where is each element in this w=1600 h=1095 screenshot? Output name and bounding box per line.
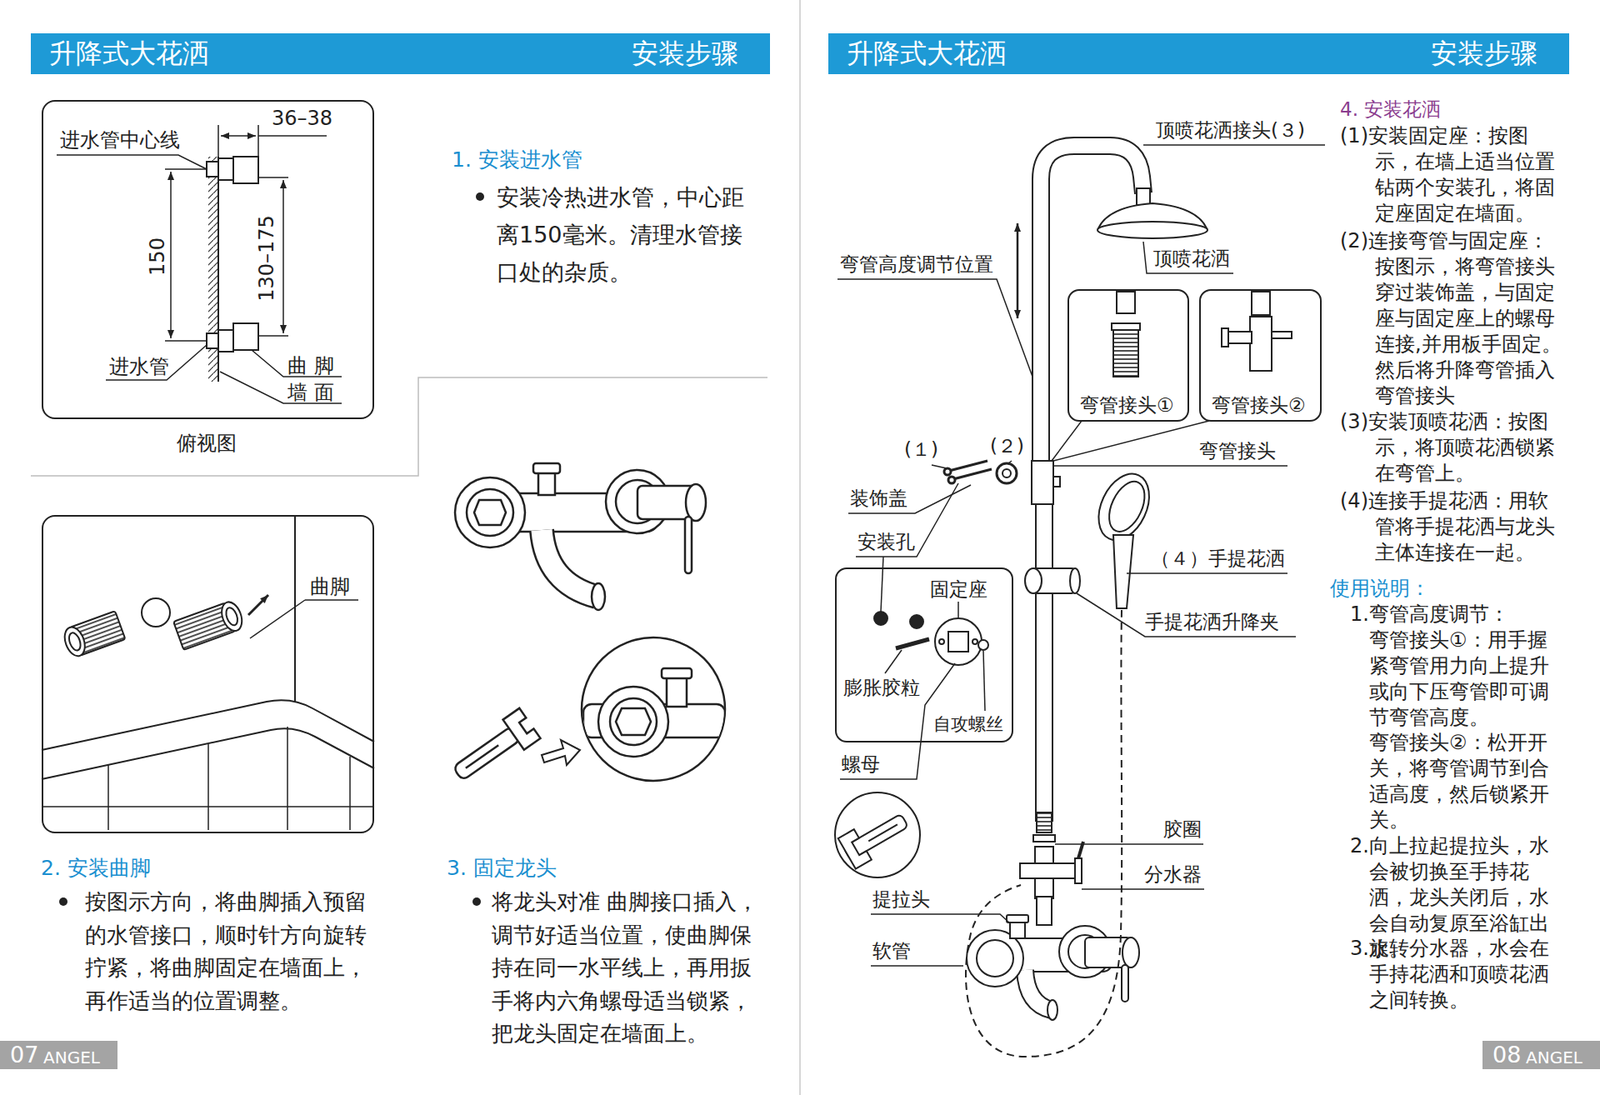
callout-label: （４）手提花洒 — [1150, 547, 1285, 571]
elbow-panel: 曲脚 — [41, 515, 375, 834]
part-label: 曲 脚 — [287, 354, 335, 379]
step-text: 将龙头对准 曲脚接口插入，调节好适当位置，使曲脚保持在同一水平线上，再用扳手将内… — [491, 885, 767, 1051]
step-heading: 3. 固定龙头 — [446, 855, 557, 881]
header-section: 安装步骤 — [631, 37, 739, 70]
header-section: 安装步骤 — [1430, 37, 1538, 70]
step-text: 安装冷热进水管，中心距离150毫米。清理水管接口处的杂质。 — [496, 178, 751, 291]
part-label: 自攻螺丝 — [933, 714, 1004, 735]
callout-label: 安装孔 — [857, 530, 915, 555]
part-label: 墙 面 — [287, 380, 335, 405]
callout-label: 螺母 — [841, 753, 880, 777]
callout-label: 弯管高度调节位置 — [840, 253, 994, 277]
brand-name: ANGEL — [1525, 1047, 1583, 1068]
instruction-text: (1)安装固定座：按图示，在墙上适当位置钻两个安装孔，将固定座固定在墙面。 — [1340, 123, 1567, 227]
header-title: 升降式大花洒 — [846, 37, 1007, 70]
callout-label: 胶圈 — [1163, 818, 1202, 842]
detail-box: 弯管接头① — [1067, 289, 1190, 422]
header-band: 升降式大花洒 安装步骤 — [828, 33, 1570, 75]
callout-label: 顶喷花洒 — [1153, 247, 1230, 271]
page-number-tab: 07ANGEL — [0, 1040, 118, 1070]
page-number: 08 — [1492, 1041, 1521, 1069]
brand-name: ANGEL — [43, 1047, 100, 1068]
section-heading: 使用说明： — [1330, 576, 1430, 601]
instruction-text: 弯管接头①：用手握紧弯管用力向上提升或向下压弯管即可调节弯管高度。 — [1369, 627, 1561, 731]
part-label: 进水管中心线 — [60, 128, 180, 153]
instruction-text: (3)安装顶喷花洒：按图示，将顶喷花洒锁紧在弯管上。 — [1340, 409, 1567, 487]
part-label: 膨胀胶粒 — [843, 676, 920, 700]
instruction-text: (4)连接手提花洒：用软管将手提花洒与龙头主体连接在一起。 — [1340, 488, 1567, 566]
page-number-tab: 08ANGEL — [1482, 1040, 1600, 1070]
view-caption: 俯视图 — [176, 431, 237, 456]
header-band: 升降式大花洒 安装步骤 — [30, 33, 770, 75]
part-label: 弯管接头① — [1080, 394, 1175, 418]
callout-number: (２) — [990, 435, 1025, 459]
callout-label: 顶喷花洒接头(３) — [1155, 119, 1305, 143]
instruction-text: 1.弯管高度调节： — [1350, 602, 1510, 627]
page-number: 07 — [10, 1041, 39, 1069]
dimension: 150 — [145, 237, 170, 276]
callout-label: 软管 — [872, 940, 911, 964]
step-text: 按图示方向，将曲脚插入预留的水管接口，顺时针方向旋转拧紧，将曲脚固定在墙面上，再… — [85, 885, 373, 1018]
detail-box: 弯管接头② — [1199, 289, 1322, 422]
instruction-text: (2)连接弯管与固定座：按图示，将弯管接头穿过装饰盖，与固定座与固定座上的螺母连… — [1340, 228, 1567, 410]
instruction-text: 弯管接头②：松开开关，将弯管调节到合适高度，然后锁紧开关。 — [1369, 730, 1561, 834]
header-title: 升降式大花洒 — [49, 37, 210, 70]
instruction-text: 3.旋转分水器，水会在手持花洒和顶喷花洒之间转换。 — [1350, 935, 1563, 1014]
step-heading: 4. 安装花洒 — [1340, 98, 1441, 122]
part-label: 固定座 — [930, 578, 988, 602]
callout-label: 弯管接头 — [1199, 440, 1276, 464]
dimension: 36–38 — [271, 106, 333, 131]
callout-label: 装饰盖 — [850, 487, 908, 511]
part-label: 曲脚 — [310, 575, 350, 600]
step-heading: 1. 安装进水管 — [451, 147, 583, 173]
callout-number: (１) — [904, 438, 939, 462]
part-label: 进水管 — [109, 355, 170, 380]
step-heading: 2. 安装曲脚 — [40, 855, 151, 881]
part-label: 弯管接头② — [1211, 394, 1306, 418]
inset-box: 固定座膨胀胶粒自攻螺丝 — [835, 567, 1014, 743]
dimension: 130–175 — [255, 215, 280, 302]
callout-label: 提拉头 — [872, 888, 930, 912]
callout-label: 手提花洒升降夹 — [1145, 610, 1280, 635]
top-view-panel: 进水管中心线36–38150130–175进水管曲 脚墙 面俯视图 — [41, 100, 375, 420]
callout-label: 分水器 — [1144, 863, 1202, 887]
